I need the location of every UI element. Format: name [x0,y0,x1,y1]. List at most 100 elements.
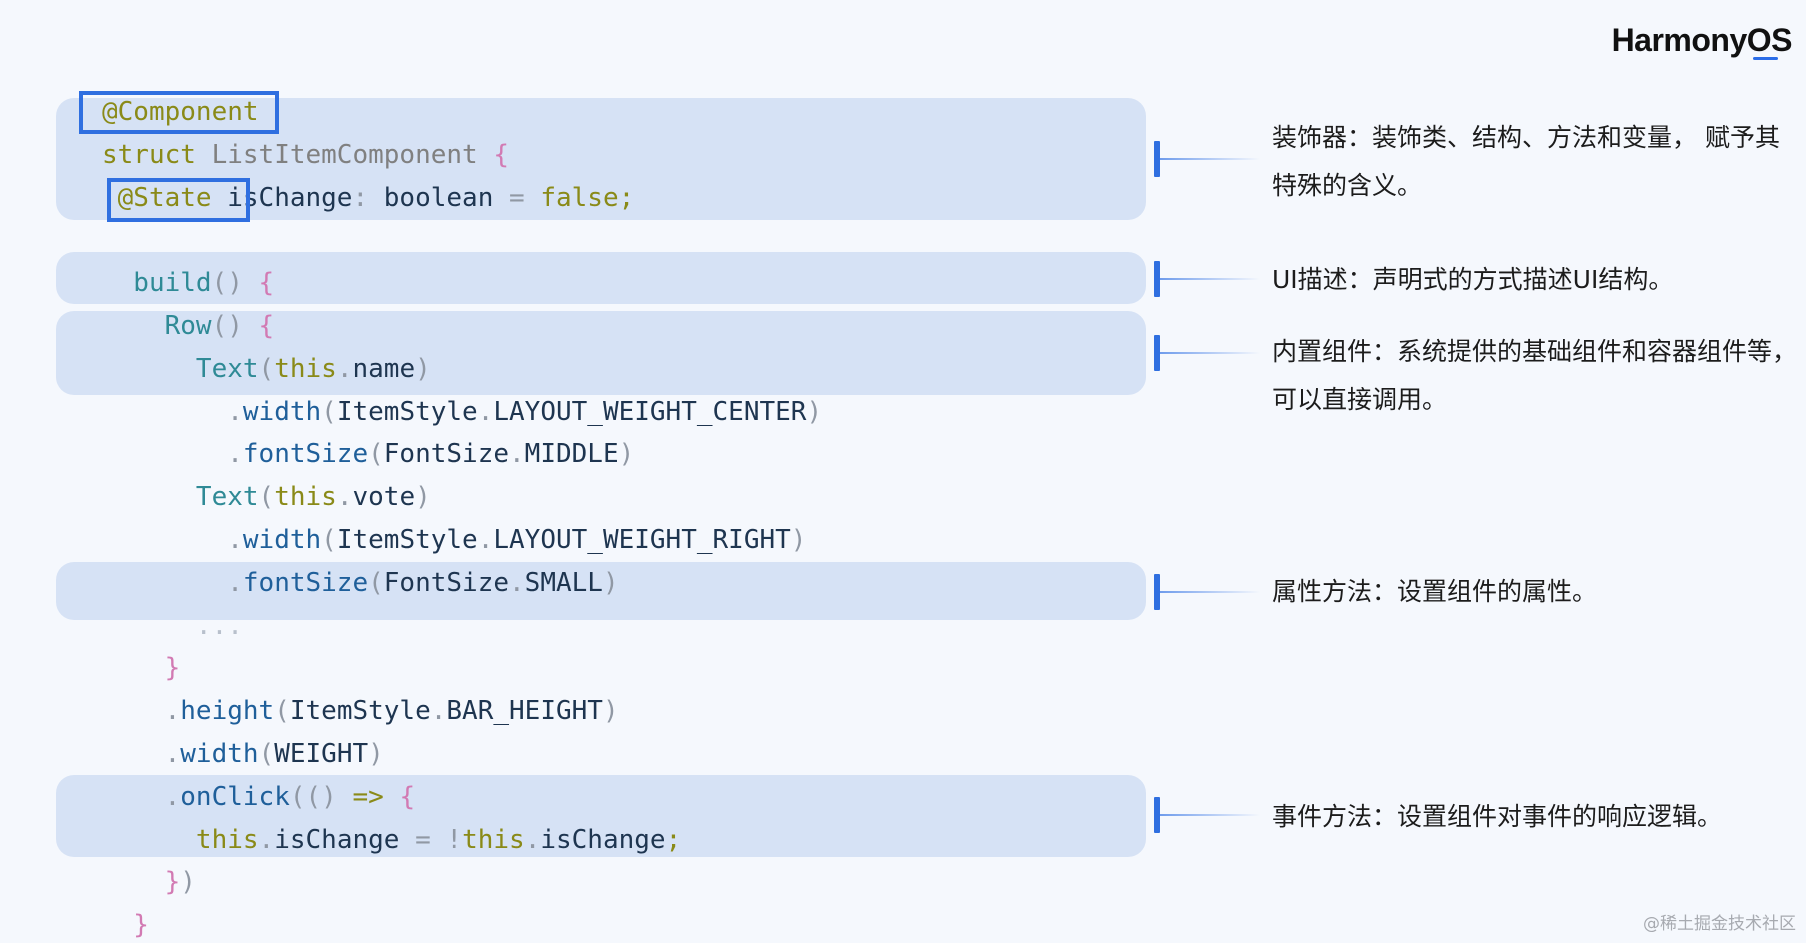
marker-builtin-component [1154,335,1264,371]
code-token: height [180,696,275,727]
code-line: .width(WEIGHT) [102,736,384,772]
code-line: .onClick(() => { [102,779,416,815]
code-line: }) [102,864,196,900]
code-line: .fontSize(FontSize.SMALL) [102,565,619,601]
code-token: . [258,824,275,855]
code-token: name [352,353,416,384]
code-token: width [242,525,322,555]
code-token: ) [790,525,807,555]
code-token: (() [289,781,353,812]
annotation-builtin-component: 内置组件：系统提供的基础组件和容器组件等，可以直接调用。 [1272,337,1798,414]
code-token: ) [368,739,384,769]
marker-decorator [1154,141,1264,177]
code-token: . [102,396,243,427]
code-token: () [211,268,259,299]
watermark: @稀土掘金技术社区 [1643,914,1796,934]
highlight-attribute-method [56,562,1146,620]
code-token: ) [602,567,619,598]
code-token: FontSize [383,439,510,470]
code-token: } [102,910,149,941]
code-line: struct ListItemComponent { [102,137,509,173]
code-token: ; [665,824,682,855]
code-token: => [352,781,384,812]
code-token: ( [258,739,275,769]
annotation-ui-description: UI描述：声明式的方式描述UI结构。 [1272,265,1674,294]
marker-ui-description [1154,261,1264,297]
marker-event-method [1154,797,1264,833]
code-token [384,782,400,812]
code-token: isChange [540,824,666,855]
highlight-ui-description [56,252,1146,304]
code-token: vote [352,482,416,513]
code-token: Text [102,353,259,384]
code-token: MIDDLE [524,439,619,470]
code-token: ( [368,567,384,598]
code-token: ItemStyle [289,696,431,727]
code-token: ( [258,482,275,513]
code-token: . [102,696,181,727]
code-token: boolean [383,182,494,213]
code-token: . [102,567,243,598]
code-token: this [274,482,337,513]
code-token: WEIGHT [274,739,369,769]
code-token: struct [102,139,196,170]
code-token: ( [258,353,275,384]
logo-text-prefix: Harmony [1611,22,1748,58]
logo-underline [1752,57,1778,60]
code-token: } [102,653,181,684]
code-token: ) [602,696,619,727]
code-line: ... [102,608,243,644]
code-token: FontSize [383,567,510,598]
code-token: . [509,567,525,598]
code-line: .fontSize(FontSize.MIDDLE) [102,436,634,472]
state-decorator-box [107,178,250,222]
code-token: @Component [102,97,259,127]
code-token: BAR_HEIGHT [446,696,603,727]
code-token: width [242,396,322,427]
code-token: = [493,182,541,213]
code-token: ) [415,482,431,513]
code-line: @Component [102,94,259,130]
code-token: LAYOUT_WEIGHT_CENTER [493,396,807,427]
code-token: fontSize [242,567,369,598]
code-line: Row() { [102,308,275,344]
code-token: ( [274,696,290,727]
code-token: ( [321,396,337,427]
code-token: ) [806,396,823,427]
code-token: . [102,739,181,769]
code-line: .width(ItemStyle.LAYOUT_WEIGHT_CENTER) [102,394,822,430]
code-token: this [102,824,259,855]
code-token: } [102,867,181,898]
code-token: . [336,353,353,384]
code-token: false [540,182,619,213]
code-line: .height(ItemStyle.BAR_HEIGHT) [102,693,619,729]
code-token: ListItemComponent [195,139,494,170]
code-token: this [274,353,337,384]
code-line: } [102,650,181,686]
code-token: ( [368,439,384,470]
code-token: . [102,781,181,812]
code-token: ) [180,867,196,898]
code-token: . [102,439,243,470]
code-token: Row [102,311,212,341]
annotation-decorator: 装饰器：装饰类、结构、方法和变量， 赋予其特殊的含义。 [1272,123,1780,200]
code-token: isChange [274,824,400,855]
code-token: build [102,268,212,299]
harmonyos-logo: HarmonyOS [1611,22,1793,60]
code-token: () [211,311,259,341]
code-token: . [477,396,494,427]
code-line: .width(ItemStyle.LAYOUT_WEIGHT_RIGHT) [102,522,806,558]
code-token: SMALL [524,567,603,598]
code-line: build() { [102,265,274,301]
code-token: this [462,824,525,855]
highlight-event-method [56,775,1146,857]
code-token: ; [618,182,635,213]
code-token: ... [102,610,243,641]
code-token: = [399,824,447,855]
code-token: ! [446,824,463,855]
code-token: { [399,781,416,812]
annotation-event-method: 事件方法：设置组件对事件的响应逻辑。 [1272,802,1723,831]
code-token: ) [618,439,635,470]
code-token: fontSize [242,439,369,470]
code-token: . [102,525,243,555]
